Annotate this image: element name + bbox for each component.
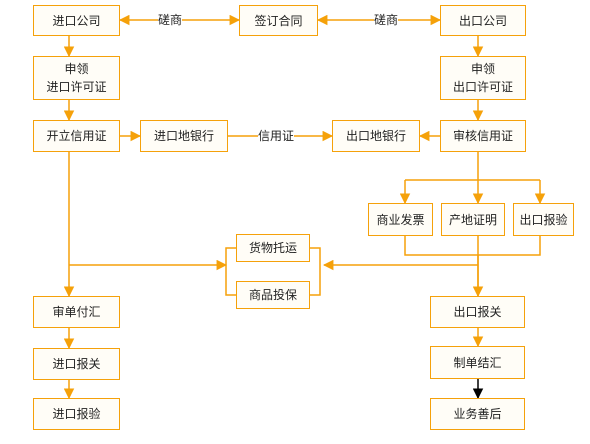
- label-letter-of-credit: 信用证: [258, 129, 295, 143]
- line-middle-bracket-right: [310, 247, 321, 296]
- node-open-lc[interactable]: 开立信用证: [33, 120, 120, 152]
- node-apply-import-license-line2: 进口许可证: [46, 80, 107, 94]
- node-cargo-insurance-label: 商品投保: [248, 288, 297, 302]
- node-commercial-invoice-label: 商业发票: [376, 212, 425, 227]
- node-review-payment[interactable]: 审单付汇: [33, 296, 120, 328]
- node-export-company[interactable]: 出口公司: [440, 5, 526, 36]
- node-import-company-label: 进口公司: [52, 13, 101, 28]
- node-review-lc[interactable]: 审核信用证: [440, 120, 526, 152]
- node-cargo-consignment[interactable]: 货物托运: [236, 234, 310, 262]
- node-cargo-insurance[interactable]: 商品投保: [236, 281, 310, 309]
- node-export-declaration-label: 出口报关: [453, 305, 502, 319]
- node-export-company-label: 出口公司: [458, 13, 507, 28]
- node-apply-export-license-line1: 申领: [470, 62, 495, 76]
- arrow-split-documents: [405, 152, 540, 181]
- node-open-lc-label: 开立信用证: [46, 129, 107, 143]
- node-export-declaration[interactable]: 出口报关: [430, 296, 525, 328]
- node-apply-import-license[interactable]: 申领 进口许可证: [33, 56, 120, 100]
- node-import-declaration[interactable]: 进口报关: [33, 348, 120, 380]
- node-certificate-of-origin-label: 产地证明: [448, 212, 497, 227]
- node-import-bank[interactable]: 进口地银行: [140, 120, 228, 152]
- node-certificate-of-origin[interactable]: 产地证明: [441, 203, 505, 236]
- node-follow-up-label: 业务善后: [453, 407, 502, 421]
- node-sign-contract[interactable]: 签订合同: [239, 5, 318, 36]
- node-apply-import-license-line1: 申领: [64, 62, 89, 76]
- line-middle-bracket-left: [225, 247, 236, 296]
- node-import-inspection[interactable]: 进口报验: [33, 398, 120, 430]
- node-export-bank-label: 出口地银行: [345, 129, 406, 143]
- node-cargo-consignment-label: 货物托运: [248, 241, 297, 255]
- node-import-bank-label: 进口地银行: [153, 129, 214, 143]
- node-import-company[interactable]: 进口公司: [33, 5, 120, 36]
- node-commercial-invoice[interactable]: 商业发票: [368, 203, 433, 236]
- node-prepare-settlement-label: 制单结汇: [453, 355, 502, 370]
- line-merge-documents: [404, 236, 541, 296]
- label-negotiate-left: 磋商: [158, 13, 183, 27]
- node-apply-export-license[interactable]: 申领 出口许可证: [440, 56, 526, 100]
- node-apply-export-license-line2: 出口许可证: [452, 80, 513, 94]
- node-prepare-settlement[interactable]: 制单结汇: [430, 346, 525, 379]
- node-follow-up[interactable]: 业务善后: [430, 398, 525, 430]
- label-negotiate-right: 磋商: [374, 13, 399, 27]
- node-export-inspection-label: 出口报验: [519, 212, 568, 227]
- node-review-lc-label: 审核信用证: [452, 129, 513, 143]
- node-import-declaration-label: 进口报关: [52, 357, 101, 371]
- node-sign-contract-label: 签订合同: [254, 13, 303, 28]
- node-review-payment-label: 审单付汇: [52, 305, 101, 319]
- node-import-inspection-label: 进口报验: [52, 407, 101, 421]
- node-export-inspection[interactable]: 出口报验: [513, 203, 574, 236]
- node-export-bank[interactable]: 出口地银行: [332, 120, 420, 152]
